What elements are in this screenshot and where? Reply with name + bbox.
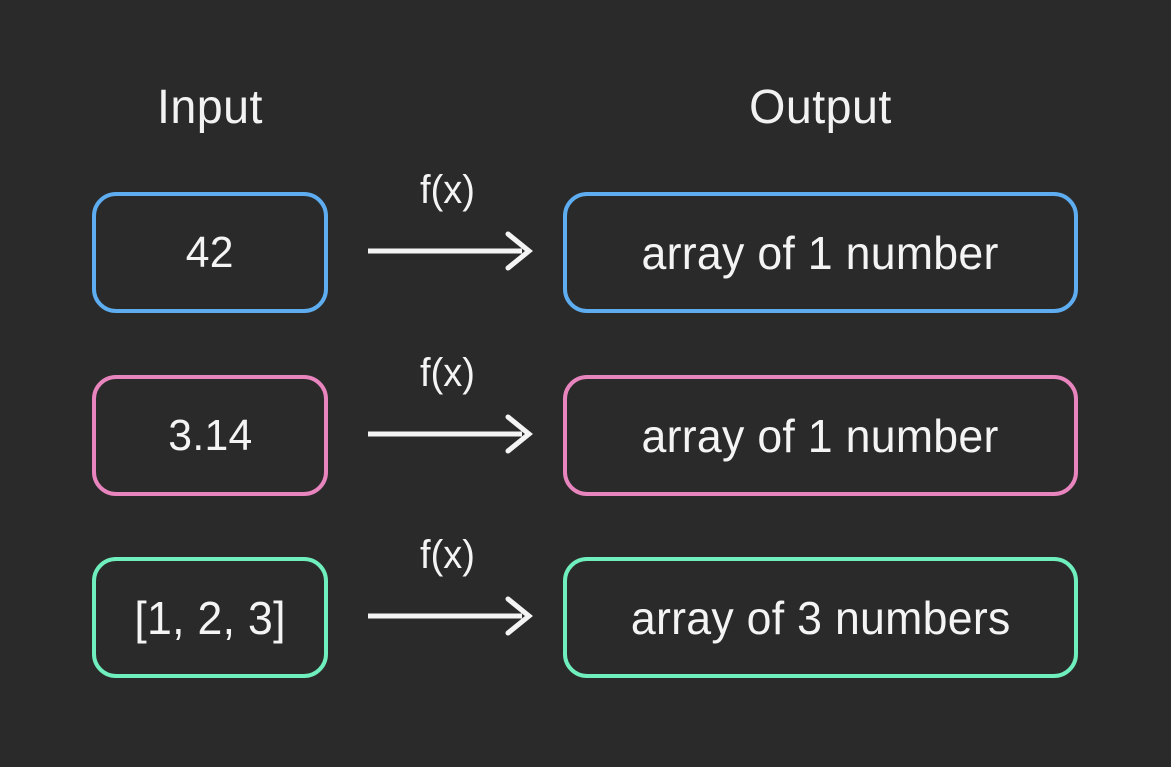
- input-value-row-1: 42: [185, 227, 235, 277]
- arrow-icon: [368, 231, 533, 271]
- input-box-row-2: 3.14: [92, 375, 328, 496]
- function-label-row-1: f(x): [420, 168, 475, 212]
- function-label-row-3: f(x): [420, 533, 475, 577]
- input-value-row-2: 3.14: [167, 410, 253, 460]
- output-box-row-3: array of 3 numbers: [563, 557, 1078, 678]
- input-box-row-3: [1, 2, 3]: [92, 557, 328, 678]
- transform-arrow-row-3: f(x): [360, 535, 535, 645]
- transform-arrow-row-2: f(x): [360, 353, 535, 463]
- output-box-row-1: array of 1 number: [563, 192, 1078, 313]
- transform-arrow-row-1: f(x): [360, 170, 535, 280]
- output-box-row-2: array of 1 number: [563, 375, 1078, 496]
- output-value-row-2: array of 1 number: [641, 409, 1000, 462]
- output-value-row-3: array of 3 numbers: [630, 591, 1011, 644]
- input-column-heading: Input: [156, 81, 263, 134]
- input-box-row-1: 42: [92, 192, 328, 313]
- arrow-icon: [368, 596, 533, 636]
- input-value-row-3: [1, 2, 3]: [134, 591, 286, 644]
- function-label-row-2: f(x): [420, 351, 475, 395]
- output-value-row-1: array of 1 number: [641, 226, 1000, 279]
- output-column-heading: Output: [749, 81, 892, 134]
- arrow-icon: [368, 414, 533, 454]
